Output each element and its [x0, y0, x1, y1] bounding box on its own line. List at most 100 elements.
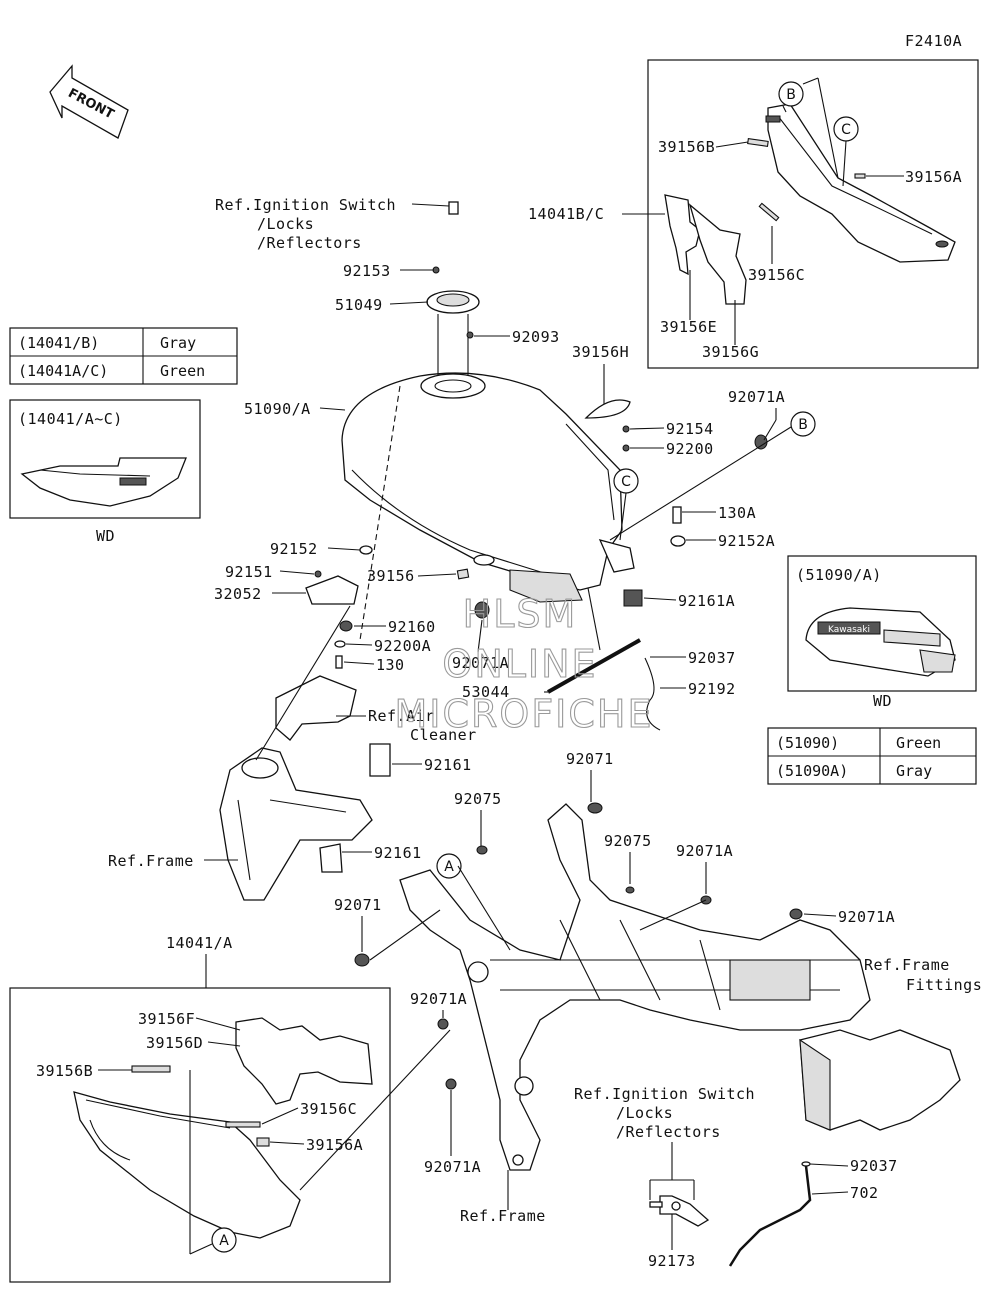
table-left-color-0: Gray	[160, 334, 196, 352]
label-92192: 92192	[688, 680, 736, 698]
label-39156A-low: 39156A	[306, 1136, 363, 1154]
label-14041BC: 14041B/C	[528, 205, 604, 223]
callout-c-tank-text: C	[621, 474, 631, 490]
label-ref-ignition-1c: /Reflectors	[257, 234, 362, 252]
hardware-small-parts	[305, 266, 768, 731]
label-92161-a: 92161	[424, 756, 472, 774]
watermark: HLSM ONLINE MICROFICHE	[394, 591, 653, 736]
sticker-39156e-part	[664, 194, 747, 305]
air-cleaner-cover-part	[275, 675, 357, 741]
sticker-39156a-top-part	[854, 173, 866, 179]
clip-92161-lower-part	[319, 843, 343, 873]
table-right-code-1: (51090A)	[776, 762, 848, 780]
callout-b-top	[778, 81, 804, 107]
sticker-39156c-low-part	[225, 1121, 261, 1128]
label-92152: 92152	[270, 540, 318, 558]
label-92071A-l2: 92071A	[424, 1158, 481, 1176]
callout-b-top-text: B	[786, 87, 796, 103]
label-ref-ignition-2c: /Reflectors	[616, 1123, 721, 1141]
inset-right-tank-part: Kawasaki	[805, 607, 956, 677]
label-92161-b: 92161	[374, 844, 422, 862]
label-ref-frame-2: Ref.Frame	[460, 1207, 546, 1225]
table-right-color-0: Green	[896, 734, 941, 752]
label-39156E: 39156E	[660, 318, 717, 336]
inset-right-title: (51090/A)	[796, 566, 882, 584]
label-92037-low: 92037	[850, 1157, 898, 1175]
inset-left-cover-part	[20, 457, 187, 507]
label-39156A-top: 39156A	[905, 168, 962, 186]
label-ref-frame-fit-b: Fittings	[906, 976, 982, 994]
side-cover-a-box	[9, 987, 391, 1283]
label-92093: 92093	[512, 328, 560, 346]
label-92154: 92154	[666, 420, 714, 438]
table-right-color-1: Gray	[896, 762, 932, 780]
label-92071-b: 92071	[334, 896, 382, 914]
inset-right-badge: Kawasaki	[828, 625, 870, 635]
label-92152A: 92152A	[718, 532, 775, 550]
table-left-code-1: (14041A/C)	[18, 362, 108, 380]
callout-c-top-text: C	[841, 122, 851, 138]
sticker-39156b-low-part	[131, 1065, 171, 1073]
label-ref-ignition-2: Ref.Ignition Switch	[574, 1085, 755, 1103]
label-ref-ignition-1: Ref.Ignition Switch	[215, 196, 396, 214]
callout-a-frame	[436, 853, 462, 879]
sticker-39156b-top-part	[747, 138, 769, 147]
label-ref-ignition-1b: /Locks	[257, 215, 314, 233]
label-92151: 92151	[225, 563, 273, 581]
side-cover-bc-part	[765, 103, 956, 263]
table-left-code-0: (14041/B)	[18, 334, 99, 352]
frame-fittings-part	[799, 1029, 961, 1131]
fuel-cap-part	[426, 201, 480, 375]
label-14041A: 14041/A	[166, 934, 233, 952]
label-ref-frame-1: Ref.Frame	[108, 852, 194, 870]
label-51049: 51049	[335, 296, 383, 314]
label-92160: 92160	[388, 618, 436, 636]
label-39156B-top: 39156B	[658, 138, 715, 156]
color-table-left: (14041/B) Gray (14041A/C) Green	[9, 327, 238, 385]
label-51090A: 51090/A	[244, 400, 311, 418]
label-53044: 53044	[462, 683, 510, 701]
bracket-92173-part	[649, 1195, 710, 1227]
color-table-right: (51090) Green (51090A) Gray	[767, 727, 977, 785]
front-frame-part	[219, 747, 373, 901]
table-right-code-0: (51090)	[776, 734, 839, 752]
label-92071A-r1: 92071A	[676, 842, 733, 860]
label-92071A-l1: 92071A	[410, 990, 467, 1008]
main-frame-part	[399, 803, 871, 1171]
watermark-line-3: MICROFICHE	[394, 692, 653, 736]
diagram-code: F2410A	[905, 32, 962, 50]
fuel-tank-part	[341, 372, 635, 641]
label-130: 130	[376, 656, 405, 674]
label-92071A-r2: 92071A	[838, 908, 895, 926]
callout-b-tank	[790, 411, 816, 437]
label-ref-air-b: Cleaner	[410, 726, 477, 744]
label-39156D: 39156D	[146, 1034, 203, 1052]
label-92071A-top: 92071A	[728, 388, 785, 406]
label-92075-a: 92075	[454, 790, 502, 808]
watermark-line-2: ONLINE	[442, 642, 597, 686]
inset-left-box	[9, 399, 201, 519]
grommets-frame-parts	[354, 802, 803, 1090]
label-92173: 92173	[648, 1252, 696, 1270]
label-702: 702	[850, 1184, 879, 1202]
side-cover-a-part	[73, 1091, 301, 1239]
watermark-line-1: HLSM	[463, 592, 578, 636]
label-32052: 32052	[214, 585, 262, 603]
label-92071A-mid: 92071A	[452, 654, 509, 672]
label-92200A: 92200A	[374, 637, 431, 655]
label-92161A: 92161A	[678, 592, 735, 610]
sticker-39156h-part	[584, 399, 631, 419]
callout-b-tank-text: B	[798, 417, 808, 433]
label-39156F: 39156F	[138, 1010, 195, 1028]
label-ref-air: Ref.Air	[368, 707, 435, 725]
leader-lines-top-box	[622, 77, 904, 345]
sticker-39156a-low-part	[256, 1137, 270, 1147]
clip-92161-upper-part	[369, 743, 391, 777]
leader-lines-main	[98, 203, 849, 1255]
label-39156: 39156	[367, 567, 415, 585]
inset-left-title: (14041/A~C)	[18, 410, 123, 428]
inset-left-caption: WD	[96, 527, 115, 545]
label-ref-ignition-2b: /Locks	[616, 1104, 673, 1122]
